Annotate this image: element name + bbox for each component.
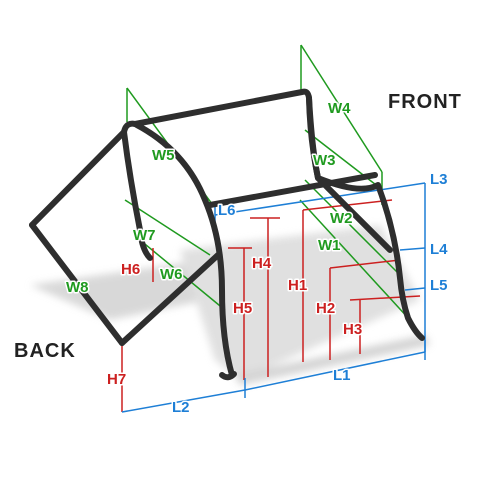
label-l4: L4 [430,241,448,258]
label-l5: L5 [430,277,448,294]
label-h5: H5 [233,300,252,317]
label-w3: W3 [313,152,336,169]
label-h4: H4 [252,255,272,272]
label-h2: H2 [316,300,335,317]
label-w1: W1 [318,237,341,254]
label-h6: H6 [121,261,140,278]
label-l3: L3 [430,171,448,188]
label-w4: W4 [328,100,351,117]
label-l6: L6 [218,202,236,219]
label-w2: W2 [330,210,353,227]
label-h1: H1 [288,277,307,294]
label-w5: W5 [152,147,175,164]
height-dimension-lines [121,199,421,412]
label-l1: L1 [333,367,351,384]
label-w6: W6 [160,266,183,283]
label-h3: H3 [343,321,362,338]
label-l2: L2 [172,399,190,416]
label-w8: W8 [66,279,89,296]
label-h7: H7 [107,371,126,388]
roll-cage-frame [29,88,425,381]
length-dimension-lines [121,182,426,413]
front-label: FRONT [388,91,462,113]
back-label: BACK [14,340,76,362]
label-w7: W7 [133,227,156,244]
dimension-labels: W4 W5 W3 W2 W1 W7 W6 W8 H4 H5 H1 H2 H3 H… [65,99,450,418]
